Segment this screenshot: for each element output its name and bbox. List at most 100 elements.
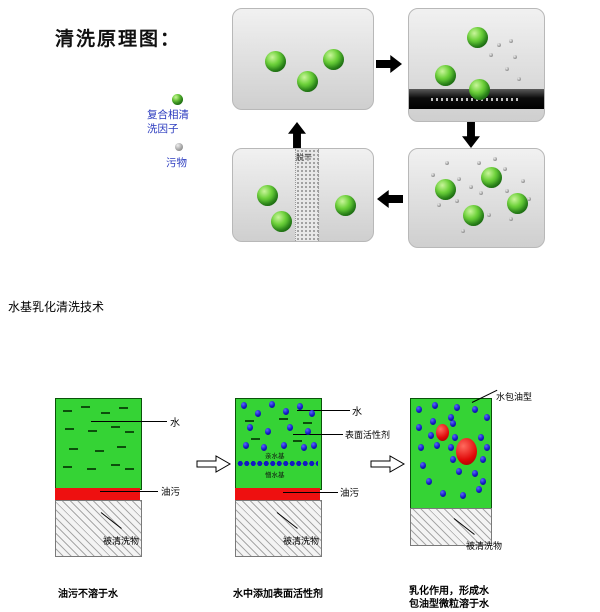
diagram-emulsified: 水包油型 被清洗物 <box>410 389 532 551</box>
sphere-decor <box>265 51 286 72</box>
d1-water-leader <box>91 421 167 422</box>
dash-decor <box>101 412 110 414</box>
bdot-decor <box>448 444 454 451</box>
arrow-right-icon <box>376 55 402 73</box>
dash-decor <box>111 464 120 466</box>
bdot-decor <box>480 456 486 463</box>
bdot-decor <box>432 402 438 409</box>
dash-decor <box>245 420 254 422</box>
d3-caption-line1: 乳化作用，形成水 <box>409 586 489 597</box>
dirt-icon <box>175 143 183 151</box>
bdot-decor <box>281 442 287 449</box>
bdot-decor <box>287 424 293 431</box>
diagram-oil-insoluble: 水 油污 被清洗物 <box>55 398 180 558</box>
speck-decor <box>505 189 509 193</box>
hollow-arrow-right-icon <box>370 455 406 473</box>
legend-dirt-label: 污物 <box>166 157 187 169</box>
d2-oil-label: 油污 <box>340 488 360 499</box>
dash-decor <box>117 446 126 448</box>
bdot-decor <box>418 444 424 451</box>
dash-decor <box>125 431 134 433</box>
bdot-decor <box>416 424 422 431</box>
d2-hydrophobic-label: 憎水基 <box>265 472 285 479</box>
dash-decor <box>251 438 260 440</box>
page-title: 清洗原理图： <box>55 29 182 50</box>
bdot-decor <box>428 432 434 439</box>
d1-oil-leader <box>100 491 158 492</box>
dash-decor <box>293 440 302 442</box>
bdot-decor <box>247 424 253 431</box>
diagram-add-surfactant: 亲水基 憎水基 水 表面活性剂 油污 被清洗物 <box>235 398 390 558</box>
speck-decor <box>509 217 513 221</box>
legend-factor-label: 复合相清洗因子 <box>147 109 189 135</box>
speck-decor <box>469 185 473 189</box>
bdot-decor <box>265 428 271 435</box>
d2-surfactant-leader <box>293 434 343 435</box>
bdot-decor <box>243 442 249 449</box>
speck-decor <box>479 191 483 195</box>
speck-decor <box>513 55 517 59</box>
speck-decor <box>517 77 521 81</box>
sphere-decor <box>335 195 356 216</box>
d3-micelle-label: 水包油型 <box>496 392 533 402</box>
d2-water-leader <box>297 410 350 411</box>
dash-decor <box>65 428 74 430</box>
bdot-decor <box>478 434 484 441</box>
bdot-decor <box>283 408 289 415</box>
section-title: 水基乳化清洗技术 <box>8 300 105 314</box>
dash-decor <box>63 410 72 412</box>
sphere-decor <box>507 193 528 214</box>
hollow-arrow-right-icon <box>196 455 232 473</box>
bdot-decor <box>420 462 426 469</box>
bdot-decor <box>484 414 490 421</box>
bdot-decor <box>309 410 315 417</box>
bdot-decor <box>440 490 446 497</box>
cycle-panel-clean-factors <box>232 8 374 110</box>
bdot-decor <box>484 444 490 451</box>
d3-caption-line2: 包油型微粒溶于水 <box>409 599 489 610</box>
speck-decor <box>505 67 509 71</box>
sphere-decor <box>257 185 278 206</box>
arrow-left-icon <box>377 190 403 208</box>
speck-decor <box>487 213 491 217</box>
d1-oil-strip <box>55 488 140 500</box>
dry-label: 脱干 <box>296 153 312 162</box>
d2-surfactant-row <box>237 460 318 467</box>
d1-oil-label: 油污 <box>161 487 181 498</box>
bdot-decor <box>450 420 456 427</box>
sphere-decor <box>435 179 456 200</box>
d2-caption: 水中添加表面活性剂 <box>233 589 323 600</box>
dash-decor <box>69 448 78 450</box>
bdot-decor <box>452 434 458 441</box>
bdot-decor <box>460 492 466 499</box>
d3-substrate-area <box>410 508 492 546</box>
speck-decor <box>503 167 507 171</box>
cycle-panel-separation: 脱干 <box>232 148 374 242</box>
arrow-down-icon <box>462 122 480 148</box>
d2-substrate-area <box>235 500 322 557</box>
bdot-decor <box>480 478 486 485</box>
d1-substrate-area <box>55 500 142 557</box>
bdot-decor <box>416 406 422 413</box>
dash-decor <box>95 450 104 452</box>
dash-decor <box>87 468 96 470</box>
bdot-decor <box>434 442 440 449</box>
speck-decor <box>457 177 461 181</box>
speck-decor <box>445 161 449 165</box>
speck-decor <box>461 229 465 233</box>
bdot-decor <box>450 456 456 463</box>
bdot-decor <box>456 468 462 475</box>
dash-decor <box>279 418 288 420</box>
d3-oil-droplet-large <box>456 438 477 465</box>
speck-decor <box>455 199 459 203</box>
bdot-decor <box>426 478 432 485</box>
dash-decor <box>63 466 72 468</box>
bdot-decor <box>255 410 261 417</box>
d1-water-area <box>55 398 142 490</box>
sphere-decor <box>481 167 502 188</box>
cycle-panel-approach-surface <box>408 8 545 122</box>
cleaning-factor-icon <box>172 94 183 105</box>
bdot-decor <box>448 414 454 421</box>
speck-decor <box>437 203 441 207</box>
d2-oil-leader <box>283 492 338 493</box>
